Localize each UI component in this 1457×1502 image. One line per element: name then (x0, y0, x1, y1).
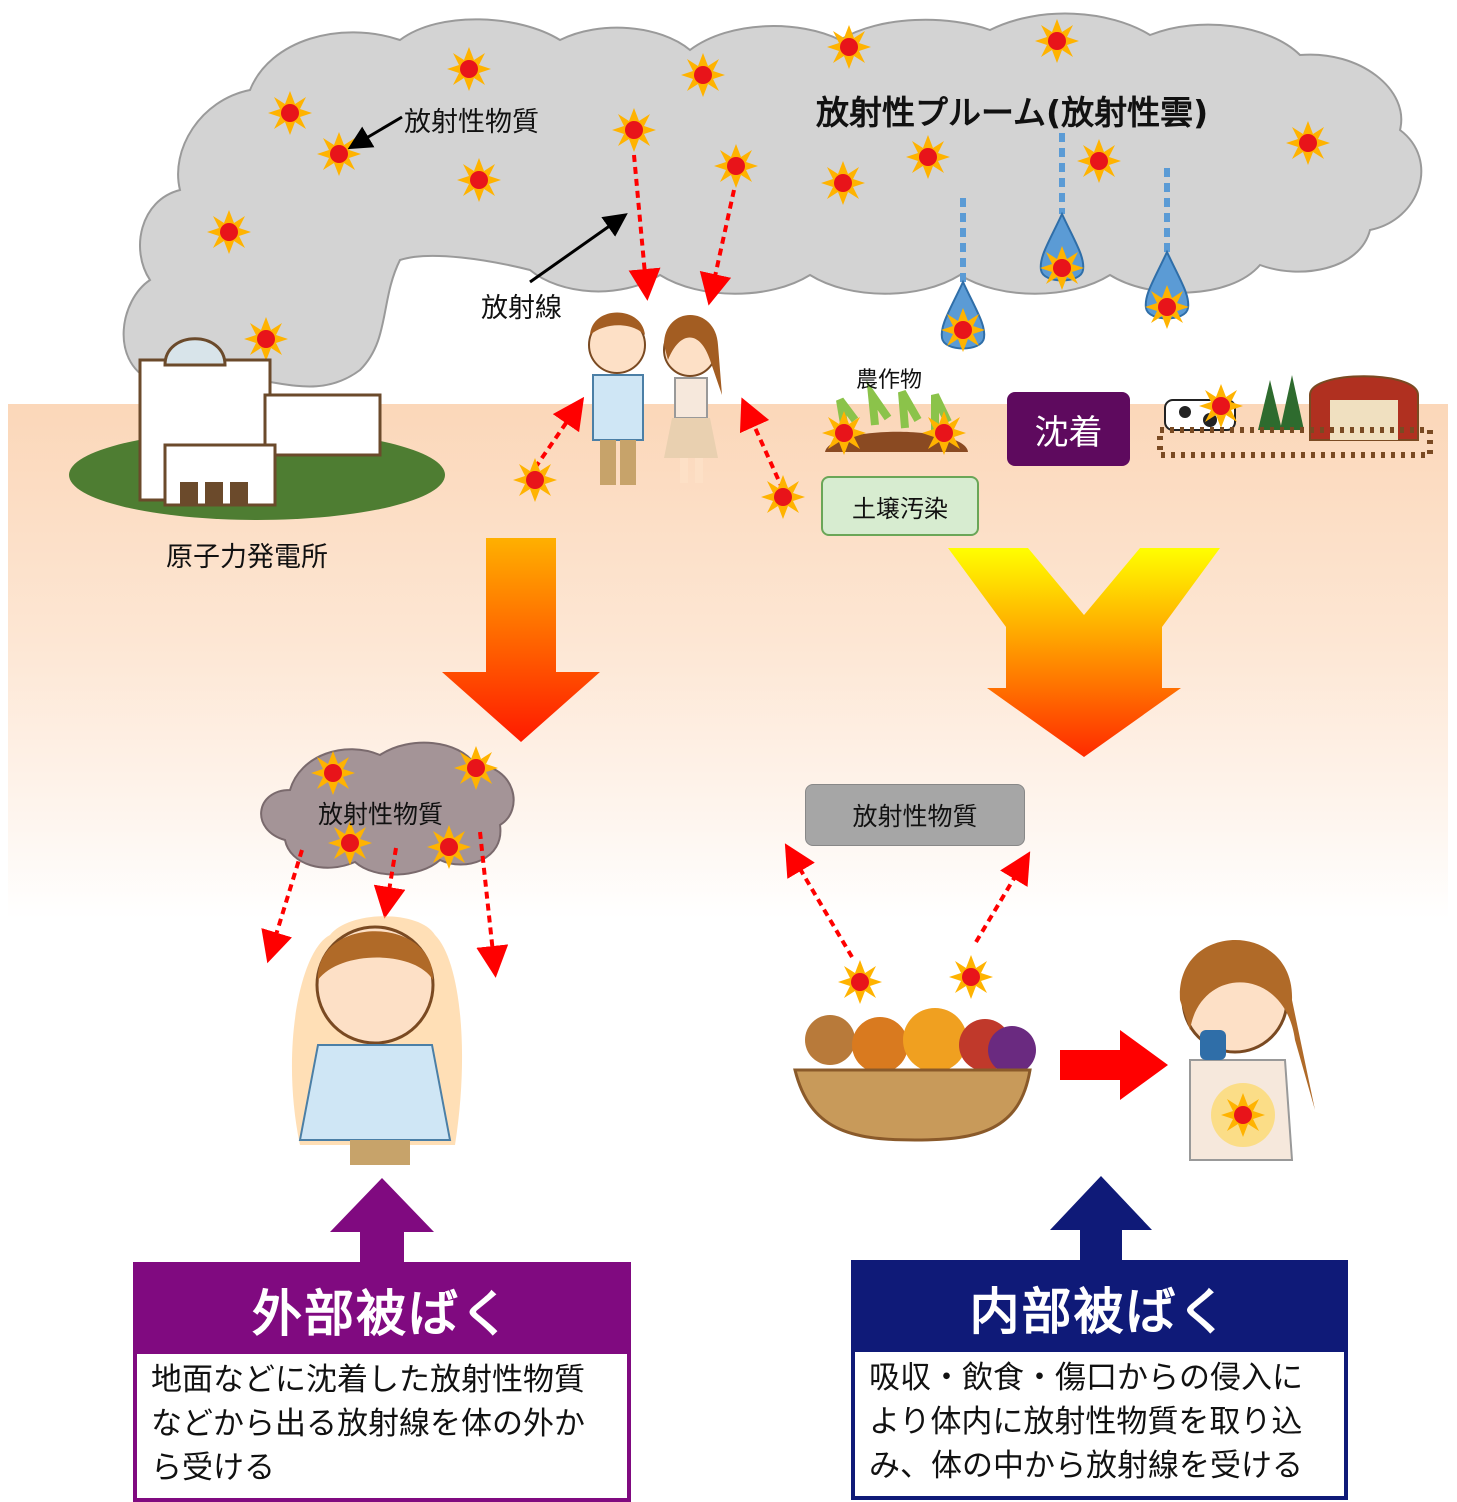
radiation-arrows-top (533, 154, 785, 491)
people-top (588, 312, 722, 485)
plume-cloud (122, 12, 1423, 396)
arrow-up-external (330, 1178, 434, 1262)
rain-drops (940, 133, 1190, 352)
crops-field (822, 380, 968, 455)
radiation-arrows-left (261, 831, 509, 978)
external-exposure-box: 外部被ばく 地面などに沈着した放射性物質 などから出る放射線を体の外か ら受ける (133, 1262, 631, 1502)
radiation-arrows-right (784, 843, 1031, 959)
soil-contamination-tag: 土壌汚染 (821, 476, 979, 536)
pointer-arrow-material (347, 115, 403, 150)
internal-exposure-box: 内部被ばく 吸収・飲食・傷口からの侵入に より体内に放射性物質を取り込 み、体の… (851, 1260, 1348, 1500)
power-plant-label: 原子力発電所 (166, 542, 328, 573)
material-label-top: 放射性物質 (404, 107, 539, 138)
external-exposure-desc: 地面などに沈着した放射性物質 などから出る放射線を体の外か ら受ける (137, 1354, 627, 1494)
crops-label: 農作物 (856, 368, 923, 393)
external-exposure-title: 外部被ばく (137, 1266, 627, 1354)
arrow-down-external (442, 538, 600, 742)
desc-line: より体内に放射性物質を取り込 (869, 1404, 1303, 1440)
arrow-up-internal (1050, 1176, 1152, 1260)
material-tag-right: 放射性物質 (805, 784, 1025, 846)
deposition-tag: 沈着 (1007, 392, 1130, 466)
woman-internal-exposure (1179, 940, 1315, 1161)
desc-line: ら受ける (151, 1450, 275, 1486)
man-external-exposure (291, 916, 463, 1165)
desc-line: などから出る放射線を体の外か (151, 1406, 585, 1442)
material-cloud-left (260, 741, 515, 876)
desc-line: 吸収・飲食・傷口からの侵入に (869, 1360, 1303, 1396)
desc-line: 地面などに沈着した放射性物質 (151, 1362, 585, 1398)
arrow-ingestion (1060, 1030, 1168, 1100)
farm (1157, 375, 1433, 458)
food-basket (793, 955, 1036, 1142)
plume-label: 放射性プルーム(放射性雲) (816, 93, 1209, 132)
nuclear-power-plant (69, 337, 445, 520)
internal-exposure-title: 内部被ばく (855, 1264, 1344, 1352)
internal-exposure-desc: 吸収・飲食・傷口からの侵入に より体内に放射性物質を取り込 み、体の中から放射線… (855, 1352, 1344, 1492)
arrow-merge-internal (948, 548, 1220, 757)
material-label-left: 放射性物質 (318, 800, 444, 829)
desc-line: み、体の中から放射線を受ける (869, 1448, 1303, 1484)
radiation-label: 放射線 (481, 293, 562, 324)
pointer-arrow-radiation (529, 213, 628, 284)
